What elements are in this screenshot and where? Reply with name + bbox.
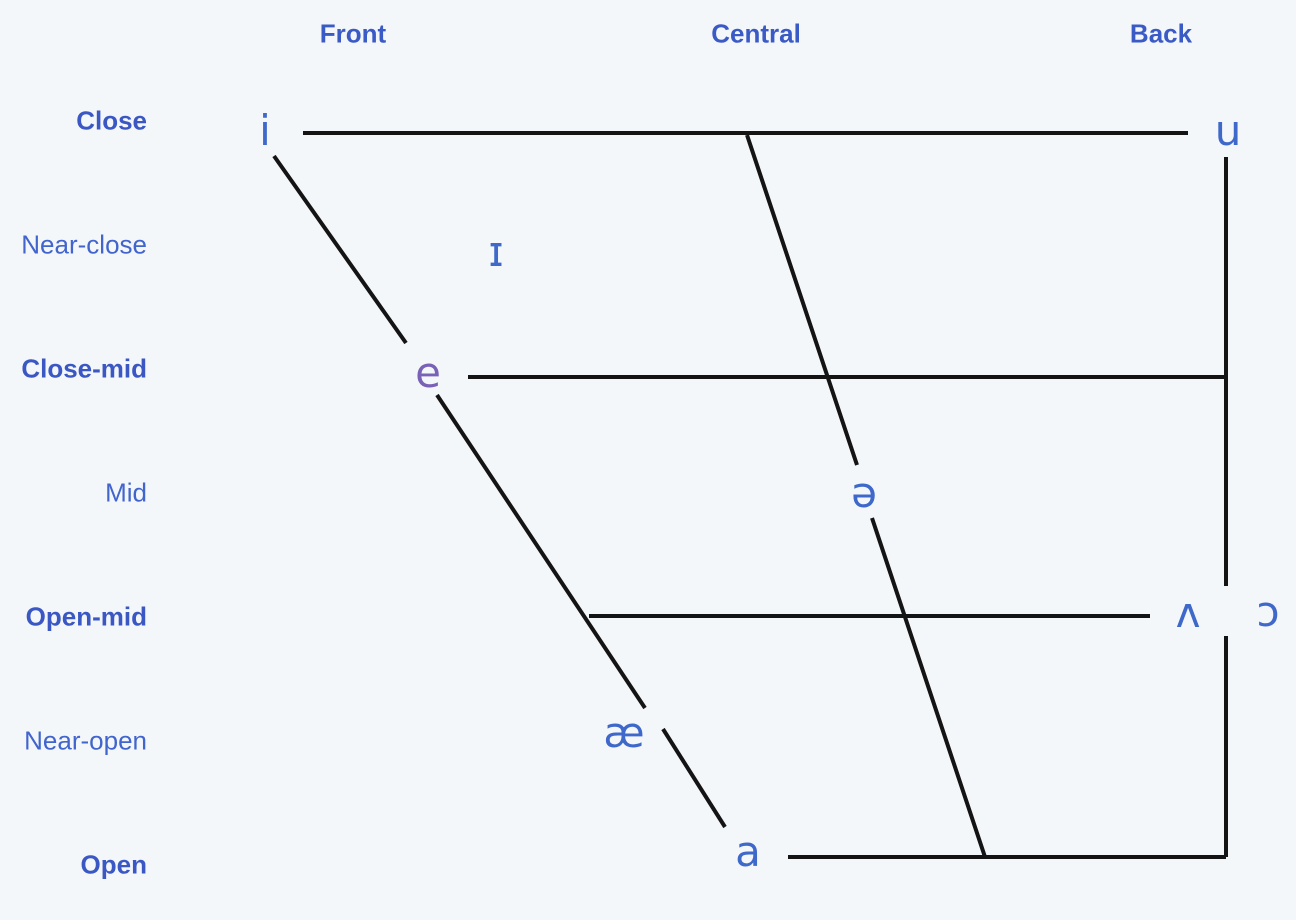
vowel-open-o[interactable]: ɔ [1256, 587, 1280, 637]
central-line-lower [870, 517, 987, 858]
column-header-central: Central [711, 18, 801, 49]
row-label-close-mid: Close-mid [21, 353, 147, 384]
vowel-schwa[interactable]: ə [851, 468, 877, 518]
vowel-i[interactable]: i [259, 106, 271, 156]
front-edge-line-i-e [272, 154, 408, 345]
central-line-upper [745, 134, 859, 466]
row-label-near-open: Near-open [24, 725, 147, 756]
front-edge-line-e-ae [435, 393, 647, 710]
row-label-open-mid: Open-mid [25, 601, 147, 632]
vowel-u[interactable]: u [1214, 106, 1242, 156]
vowel-small-cap-i[interactable]: ɪ [488, 227, 504, 277]
vowel-e[interactable]: e [415, 348, 441, 398]
row-label-mid: Mid [105, 477, 147, 508]
row-label-close: Close [76, 105, 147, 136]
row-label-near-close: Near-close [21, 229, 147, 260]
vowel-a[interactable]: a [735, 827, 761, 877]
column-header-front: Front [319, 18, 387, 49]
vowel-ash[interactable]: æ [603, 708, 645, 758]
vowel-turned-v[interactable]: ʌ [1175, 588, 1201, 638]
column-header-back: Back [1129, 18, 1193, 49]
row-label-open: Open [80, 849, 147, 880]
front-edge-line-ae-a [661, 727, 727, 829]
